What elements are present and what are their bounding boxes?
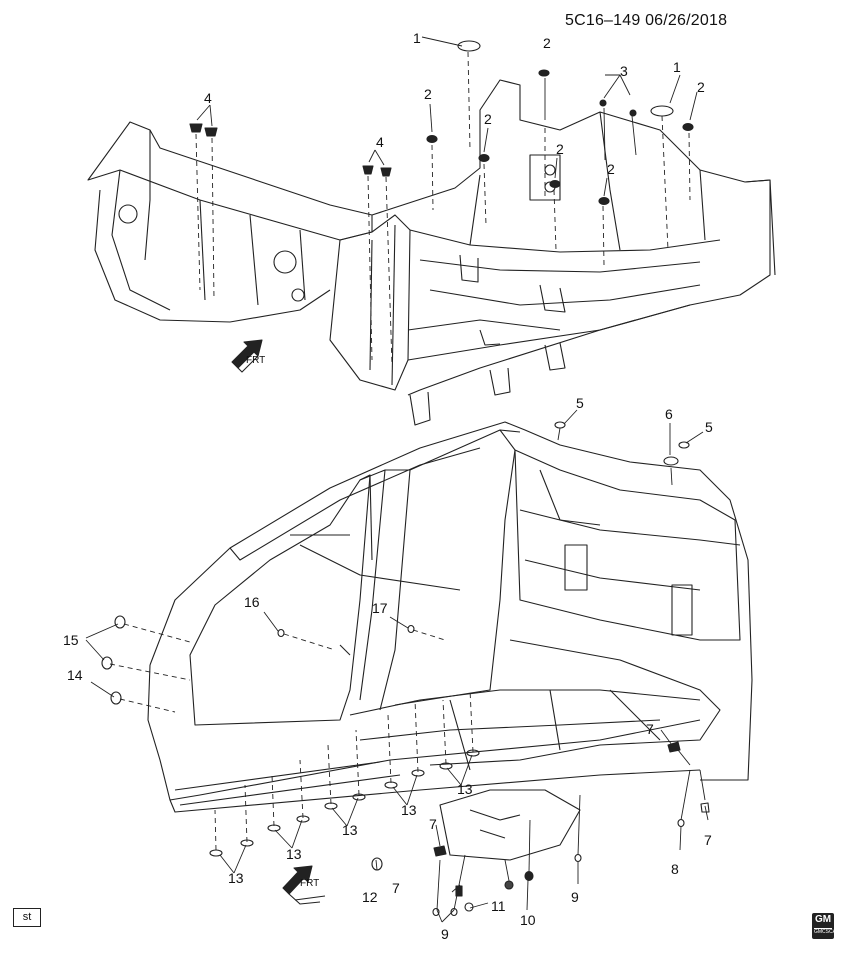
plug-13 (296, 815, 310, 823)
plug-11 (464, 902, 474, 912)
plug-16 (277, 628, 285, 638)
callout-3: 3 (620, 63, 628, 79)
frt-label-upper: FRT (246, 355, 265, 366)
plug-13 (466, 749, 480, 757)
plug-4 (362, 165, 374, 175)
plug-15a (114, 615, 126, 629)
plug-2 (426, 134, 438, 144)
plug-6 (663, 456, 679, 466)
callout-1: 1 (413, 30, 421, 46)
plug-2 (598, 196, 610, 206)
plug-7 (455, 885, 463, 897)
callout-10: 10 (520, 912, 536, 928)
frt-label-lower: FRT (300, 878, 319, 889)
plug-13 (384, 781, 398, 789)
document-id: 5C16–149 06/26/2018 (565, 12, 728, 29)
plug-7 (667, 741, 681, 753)
plug-3 (629, 109, 637, 117)
plug-4 (380, 167, 392, 177)
plug-13 (411, 769, 425, 777)
plug-8 (677, 818, 685, 828)
plug-5 (554, 421, 566, 429)
callout-8: 8 (671, 861, 679, 877)
underbody-floor-assembly (87, 79, 776, 426)
plug-17 (407, 624, 415, 634)
plug-2 (538, 69, 550, 77)
callout-numbers: 1 1 2 2 2 2 2 2 3 4 4 5 5 6 7 7 7 7 8 9 … (63, 30, 713, 942)
plug-4 (189, 123, 203, 133)
plug-7 (433, 845, 447, 857)
plug-3 (599, 99, 607, 107)
st-label-box: st (13, 908, 41, 927)
callout-7: 7 (392, 880, 400, 896)
callout-17: 17 (372, 600, 388, 616)
callout-7: 7 (704, 832, 712, 848)
plug-11 (504, 880, 514, 890)
plug-7 (700, 802, 710, 813)
oval-plug-1b (650, 105, 674, 117)
fasteners (101, 40, 710, 917)
plug-2 (682, 122, 694, 132)
plug-13 (267, 824, 281, 832)
gm-logo-text: GM (814, 914, 832, 925)
callout-7: 7 (646, 721, 654, 737)
callout-13: 13 (457, 781, 473, 797)
plug-15b (101, 656, 113, 670)
callout-1: 1 (673, 59, 681, 75)
plug-2 (478, 153, 490, 163)
plug-13 (240, 839, 254, 847)
gm-logo-subtext: GMCSCA (814, 928, 836, 935)
plug-13 (439, 762, 453, 770)
callout-15: 15 (63, 632, 79, 648)
callout-11: 11 (491, 898, 506, 914)
callout-7: 7 (429, 816, 437, 832)
plug-13 (209, 849, 223, 857)
plug-13 (352, 793, 366, 801)
callout-9: 9 (441, 926, 449, 942)
body-side-assembly (147, 421, 753, 861)
plug-14 (110, 691, 122, 705)
callout-2: 2 (424, 86, 432, 102)
callout-9: 9 (571, 889, 579, 905)
plug-9 (450, 907, 458, 917)
front-arrow-lower (282, 865, 326, 905)
plug-4 (204, 127, 218, 137)
callout-16: 16 (244, 594, 260, 610)
plug-13 (324, 802, 338, 810)
callout-2: 2 (484, 111, 492, 127)
leader-lines (85, 36, 709, 923)
callout-4: 4 (376, 134, 384, 150)
plug-2 (549, 179, 561, 189)
callout-14: 14 (67, 667, 83, 683)
callout-2: 2 (607, 161, 615, 177)
callout-13: 13 (342, 822, 358, 838)
plug-5 (678, 441, 690, 449)
callout-5: 5 (705, 419, 713, 435)
callout-2: 2 (697, 79, 705, 95)
callout-2: 2 (556, 141, 564, 157)
callout-4: 4 (204, 90, 212, 106)
callout-13: 13 (228, 870, 244, 886)
callout-13: 13 (401, 802, 417, 818)
oval-plug-1a (457, 40, 481, 52)
plug-9 (574, 853, 582, 863)
callout-5: 5 (576, 395, 584, 411)
callout-6: 6 (665, 406, 673, 422)
front-arrow-upper (231, 339, 263, 373)
plug-9 (432, 907, 440, 917)
gm-logo: GM GMCSCA (812, 913, 836, 939)
plug-10 (524, 870, 534, 882)
plug-12 (371, 857, 383, 871)
callout-2: 2 (543, 35, 551, 51)
callout-13: 13 (286, 846, 302, 862)
callout-12: 12 (362, 889, 378, 905)
